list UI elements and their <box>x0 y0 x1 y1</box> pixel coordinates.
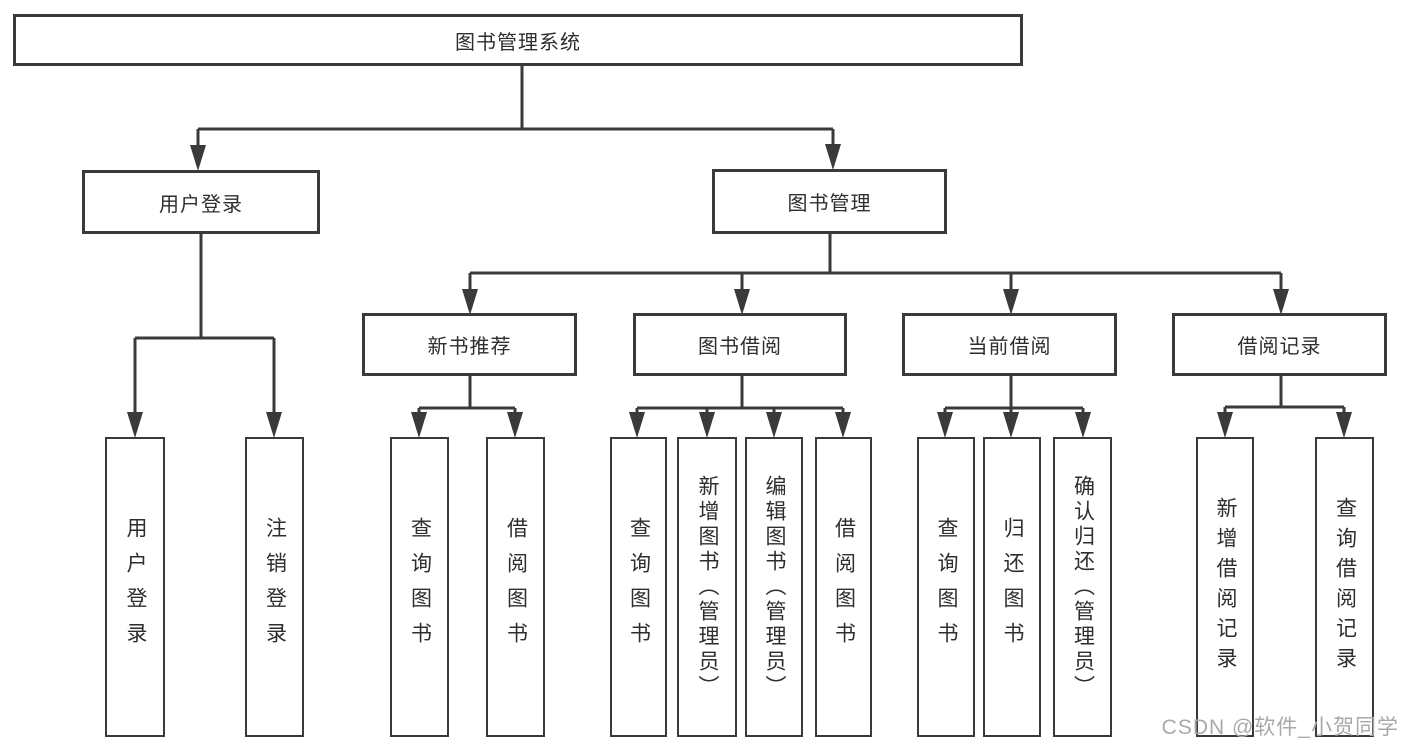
node-root: 图书管理系统 <box>13 14 1023 66</box>
leaf-current-query-label: 查询图书 <box>935 517 958 657</box>
connector-user-login <box>133 234 276 418</box>
node-root-label: 图书管理系统 <box>455 31 581 54</box>
leaf-records-query: 查询借阅记录 <box>1315 437 1374 737</box>
node-new-books-label: 新书推荐 <box>427 336 512 358</box>
arrow-cb-return <box>1003 412 1019 438</box>
arrow-to-user-login <box>190 145 206 171</box>
connector-new-books <box>417 376 517 420</box>
leaf-newbooks-borrow-label: 借阅图书 <box>504 517 528 657</box>
leaf-bookborrow-query-label: 查询图书 <box>627 517 651 657</box>
leaf-current-confirm-label: 确认归还（管理员） <box>1071 474 1095 700</box>
connector-book-management <box>468 234 1283 294</box>
node-book-management: 图书管理 <box>712 169 947 234</box>
leaf-records-add-label: 新增借阅记录 <box>1214 497 1237 677</box>
arrow-cb-query <box>937 412 953 438</box>
node-borrow-records: 借阅记录 <box>1172 313 1387 376</box>
leaf-newbooks-query-label: 查询图书 <box>408 517 432 657</box>
leaf-records-query-label: 查询借阅记录 <box>1333 497 1357 677</box>
leaf-user-login-label: 用户登录 <box>124 517 147 657</box>
arrowheads <box>127 144 1352 438</box>
arrow-nb-query <box>411 412 427 438</box>
arrow-to-current-borrow <box>1003 289 1019 315</box>
node-user-login-label: 用户登录 <box>159 193 243 216</box>
arrow-br-query <box>1336 412 1352 438</box>
leaf-current-confirm: 确认归还（管理员） <box>1053 437 1112 737</box>
arrow-br-add <box>1217 412 1233 438</box>
leaf-current-return-label: 归还图书 <box>1001 517 1024 657</box>
leaf-bookborrow-edit-label: 编辑图书（管理员） <box>763 474 786 700</box>
leaf-newbooks-borrow: 借阅图书 <box>486 437 545 737</box>
leaf-newbooks-query: 查询图书 <box>390 437 449 737</box>
arrow-to-leaf-user-login <box>127 412 143 438</box>
node-current-borrow-label: 当前借阅 <box>967 336 1052 358</box>
leaf-user-login: 用户登录 <box>105 437 165 737</box>
node-borrow-records-label: 借阅记录 <box>1237 336 1322 358</box>
leaf-current-query: 查询图书 <box>917 437 975 737</box>
arrow-bb-edit <box>766 412 782 438</box>
connector-root <box>196 66 835 150</box>
connector-borrow-records <box>1223 376 1346 420</box>
arrow-to-leaf-logout <box>266 412 282 438</box>
leaf-bookborrow-borrow: 借阅图书 <box>815 437 872 737</box>
node-current-borrow: 当前借阅 <box>902 313 1117 376</box>
leaf-logout-label: 注销登录 <box>263 517 287 657</box>
leaf-bookborrow-borrow-label: 借阅图书 <box>832 517 856 657</box>
arrow-to-new-books <box>462 289 478 315</box>
leaf-bookborrow-add-label: 新增图书（管理员） <box>696 474 719 700</box>
leaf-records-add: 新增借阅记录 <box>1196 437 1254 737</box>
arrow-bb-query <box>629 412 645 438</box>
leaf-bookborrow-query: 查询图书 <box>610 437 667 737</box>
csdn-watermark: CSDN @软件_小贺同学 <box>1161 716 1399 739</box>
arrow-to-book-management <box>825 144 841 170</box>
leaf-bookborrow-edit: 编辑图书（管理员） <box>745 437 803 737</box>
node-book-borrow: 图书借阅 <box>633 313 847 376</box>
leaf-logout: 注销登录 <box>245 437 304 737</box>
node-book-borrow-label: 图书借阅 <box>698 336 782 358</box>
arrow-bb-borrow <box>835 412 851 438</box>
node-new-books: 新书推荐 <box>362 313 577 376</box>
arrow-to-borrow-records <box>1273 289 1289 315</box>
arrow-cb-confirm <box>1075 412 1091 438</box>
node-book-management-label: 图书管理 <box>787 193 872 215</box>
arrow-to-book-borrow <box>734 289 750 315</box>
leaf-bookborrow-add: 新增图书（管理员） <box>677 437 737 737</box>
node-user-login: 用户登录 <box>82 170 320 234</box>
arrow-bb-add <box>699 412 715 438</box>
leaf-current-return: 归还图书 <box>983 437 1041 737</box>
connector-book-borrow <box>635 376 845 420</box>
arrow-nb-borrow <box>507 412 523 438</box>
